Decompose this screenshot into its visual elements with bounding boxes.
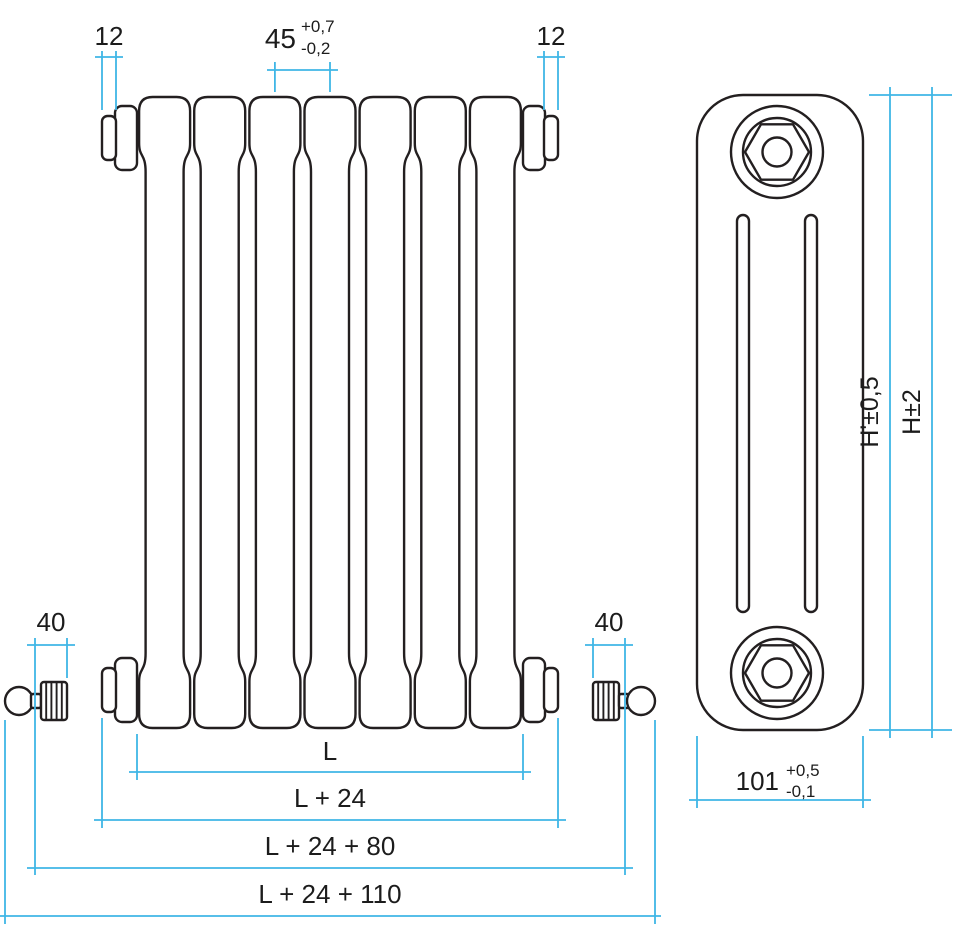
dim-label-collar-right: 12 [537, 21, 566, 51]
dim-section-pitch: 45 +0,7 -0,2 [265, 17, 338, 92]
dim-label-depth-tol-plus: +0,5 [786, 761, 820, 780]
dim-label-length-valves: L + 24 + 80 [265, 831, 396, 861]
plug-bore [761, 657, 793, 689]
dim-label-length-collars: L + 24 [294, 783, 366, 813]
radiator-section [413, 95, 467, 730]
dim-length-overall: L + 24 + 110 [0, 720, 661, 924]
dim-label-collar-left: 12 [95, 21, 124, 51]
collar-top-left [100, 104, 139, 172]
collar-cap [542, 666, 560, 714]
dim-label-length: L [323, 736, 337, 766]
valve-ball [3, 685, 35, 717]
radiator-sections [137, 95, 523, 730]
valve-stem [29, 692, 43, 710]
plug-bore [761, 136, 793, 168]
radiator-section [303, 95, 357, 730]
collar-bottom-left [100, 656, 139, 724]
collar-cap [542, 114, 560, 162]
collar-flange [113, 104, 139, 172]
dimensions: 12 12 45 +0,7 -0,2 40 [0, 17, 952, 924]
radiator-section [248, 95, 302, 730]
dim-label-valve-left: 40 [37, 607, 66, 637]
dim-collar-left: 12 [95, 21, 124, 110]
dim-label-pitch: 45 [265, 23, 296, 54]
collar-cap [100, 666, 118, 714]
dim-label-depth: 101 [736, 766, 779, 796]
plug-hexagon [743, 123, 811, 181]
side-view [695, 93, 865, 732]
valve-bottom-left [3, 680, 69, 722]
collar-flange [113, 656, 139, 724]
plug-bottom [729, 625, 825, 721]
radiator-section [137, 95, 192, 730]
dim-heights: H'±0,5 H±2 [856, 87, 952, 738]
valve-body [591, 680, 621, 722]
radiator-section [192, 95, 247, 730]
collar-top-right [521, 104, 560, 172]
valve-ribs [597, 681, 615, 721]
dim-length-valves: L + 24 + 80 [27, 831, 633, 869]
dim-length: L [129, 734, 531, 780]
radiator-section [468, 95, 523, 730]
valve-ribs [45, 681, 63, 721]
collar-flange [521, 104, 547, 172]
valve-bottom-right [591, 680, 657, 722]
dim-depth: 101 +0,5 -0,1 [689, 736, 871, 808]
dim-collar-right: 12 [537, 21, 566, 110]
plug-outer-circle [729, 625, 825, 721]
valve-ball [625, 685, 657, 717]
dim-valve-left: 40 [27, 607, 75, 875]
collar-cap [100, 114, 118, 162]
dim-label-height-inner: H'±0,5 [856, 376, 884, 447]
dim-label-valve-right: 40 [595, 607, 624, 637]
dim-label-pitch-tol-minus: -0,2 [301, 39, 330, 58]
plug-top [729, 104, 825, 200]
valve-body [39, 680, 69, 722]
radiator-section [358, 95, 412, 730]
collar-flange [521, 656, 547, 724]
front-view [3, 95, 657, 730]
dim-label-depth-tol-minus: -0,1 [786, 782, 815, 801]
plug-hexagon [743, 644, 811, 702]
plug-mid-circle [741, 637, 813, 709]
dim-label-height-overall: H±2 [898, 389, 926, 435]
plug-outer-circle [729, 104, 825, 200]
plug-mid-circle [741, 116, 813, 188]
dim-valve-right: 40 [585, 607, 633, 875]
side-body [695, 93, 865, 732]
dim-label-length-overall: L + 24 + 110 [258, 879, 401, 909]
dim-label-pitch-tol-plus: +0,7 [301, 17, 335, 36]
dim-length-collars: L + 24 [94, 718, 566, 828]
column-slot-right [803, 213, 819, 614]
column-slot-left [735, 213, 751, 614]
collar-bottom-right [521, 656, 560, 724]
